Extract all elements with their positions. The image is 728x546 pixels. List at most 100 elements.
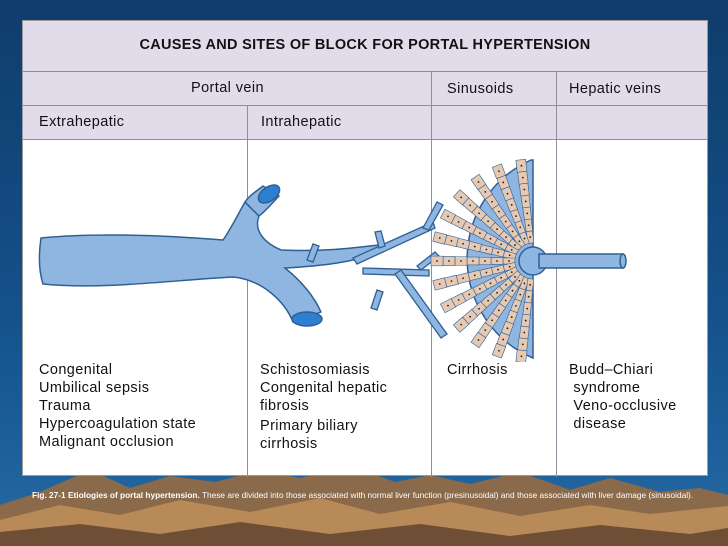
hepatocyte-nucleus [524, 200, 527, 203]
header-portal-vein: Portal vein [191, 80, 264, 96]
hepatocyte-nucleus [489, 237, 492, 240]
hepatocyte-nucleus [527, 295, 530, 298]
list-extrahepatic-causes: Congenital Umbilical sepsis Trauma Hyper… [39, 361, 196, 451]
hepatocyte-nucleus [515, 215, 517, 218]
hepatocyte-nucleus [500, 276, 503, 279]
hepatocyte-nucleus [510, 316, 513, 319]
header-row-sites: Portal vein Sinusoids Hepatic veins [23, 72, 707, 106]
hepatocyte-nucleus [518, 240, 521, 243]
hepatocyte-nucleus [491, 319, 493, 322]
hepatocyte-nucleus [473, 274, 476, 277]
header-extrahepatic: Extrahepatic [39, 114, 125, 130]
hepatocyte-nucleus [477, 181, 480, 183]
hepatocyte-nucleus [500, 243, 503, 246]
hepatocyte-nucleus [504, 299, 507, 302]
hepatocyte-nucleus [457, 299, 460, 301]
hepatocyte-nucleus [489, 282, 492, 285]
title-band: CAUSES AND SITES OF BLOCK FOR PORTAL HYP… [23, 21, 707, 72]
hepatocyte-nucleus [469, 204, 472, 207]
hepatocyte-nucleus [498, 170, 500, 173]
hepatocyte-nucleus [521, 343, 524, 346]
hepatocyte-nucleus [508, 265, 511, 268]
hepatocyte-cord [430, 255, 516, 267]
hepatocyte-nucleus [478, 287, 481, 290]
hepatocyte-nucleus [514, 276, 516, 278]
hepatocyte-nucleus [510, 203, 513, 206]
hepatocyte-nucleus [521, 176, 524, 179]
hepatocyte-nucleus [485, 248, 488, 251]
hepatocyte-nucleus [498, 309, 500, 312]
hepatocyte-nucleus [477, 339, 480, 341]
hepatocyte-nucleus [526, 307, 529, 310]
hepatocyte-nucleus [484, 329, 487, 332]
hepatocyte-nucleus [519, 293, 522, 296]
hepatocyte-nucleus [447, 215, 449, 218]
divider-intrahepatic [247, 106, 248, 477]
hepatocyte-cord [440, 266, 519, 314]
hepatocyte-nucleus [472, 260, 474, 262]
hepatocyte-nucleus [469, 315, 472, 318]
hepatocyte-nucleus [491, 200, 493, 203]
hepatocyte-nucleus [504, 220, 507, 223]
hepatocyte-nucleus [497, 268, 499, 271]
hepatocyte-nucleus [519, 226, 522, 229]
hepatocyte-nucleus [502, 338, 505, 341]
header-intrahepatic: Intrahepatic [261, 114, 342, 130]
liver-lobule [430, 158, 627, 362]
cause-item: Congenital [39, 362, 113, 378]
cause-item: Cirrhosis [447, 362, 508, 378]
cause-item: Trauma [39, 398, 91, 414]
cause-item: Veno-occlusive [569, 398, 677, 414]
cause-item: syndrome [569, 380, 641, 396]
cause-item: Schistosomiasis [260, 362, 370, 378]
hepatocyte-cord [491, 163, 530, 246]
cause-item: Budd–Chiari [569, 362, 654, 378]
header-hepatic-veins: Hepatic veins [569, 81, 662, 97]
hepatocyte-nucleus [518, 279, 521, 282]
cause-item: Malignant occlusion [39, 434, 174, 450]
hepatocyte-nucleus [508, 254, 511, 257]
divider-sinusoids [431, 72, 432, 477]
hepatocyte-nucleus [450, 280, 453, 283]
hepatocyte-nucleus [487, 299, 489, 302]
hepatocyte-nucleus [496, 228, 498, 231]
hepatocyte-nucleus [447, 304, 449, 307]
hepatocyte-cord [470, 273, 526, 349]
hepatocyte-nucleus [496, 260, 498, 262]
list-hepatic-vein-causes: Budd–Chiari syndrome Veno-occlusive dise… [569, 361, 677, 433]
hepatocyte-nucleus [478, 212, 481, 215]
hepatocyte-nucleus [529, 236, 532, 239]
figure-panel: CAUSES AND SITES OF BLOCK FOR PORTAL HYP… [22, 20, 708, 477]
hepatocyte-nucleus [511, 289, 514, 292]
hepatocyte-nucleus [457, 221, 460, 223]
hepatocyte-cord [452, 189, 522, 252]
hepatocyte-nucleus [485, 271, 488, 274]
hepatocyte-cord [515, 158, 535, 244]
hepatocyte-nucleus [473, 245, 476, 248]
portal-circulation-diagram [38, 158, 627, 362]
cause-item: Umbilical sepsis [39, 380, 150, 396]
hepatocyte-cord [452, 270, 522, 333]
hepatocyte-nucleus [462, 277, 464, 280]
hepatocyte-nucleus [487, 220, 489, 223]
hepatocyte-nucleus [506, 192, 509, 195]
cause-item: Congenital hepatic [260, 380, 388, 396]
cause-item: Primary biliary [260, 418, 358, 434]
figure-caption: Fig. 27-1 Etiologies of portal hypertens… [32, 490, 702, 501]
hepatocyte-nucleus [508, 260, 510, 262]
hepatocyte-nucleus [505, 283, 507, 286]
hepatocyte-nucleus [496, 291, 498, 294]
hepatocyte-nucleus [505, 236, 507, 239]
hepatocyte-nucleus [460, 196, 463, 199]
caption-text: These are divided into those associated … [199, 490, 694, 500]
hepatocyte-nucleus [460, 260, 462, 262]
header-sinusoids: Sinusoids [447, 81, 514, 97]
intrahepatic-branches [306, 201, 448, 339]
hepatocyte-cord [491, 276, 530, 359]
hepatocyte-nucleus [497, 251, 499, 254]
hepatocyte-nucleus [524, 319, 527, 322]
hepatocyte-cord [440, 208, 519, 256]
hepatocyte-nucleus [478, 232, 481, 235]
hepatocyte-cord [432, 231, 517, 260]
